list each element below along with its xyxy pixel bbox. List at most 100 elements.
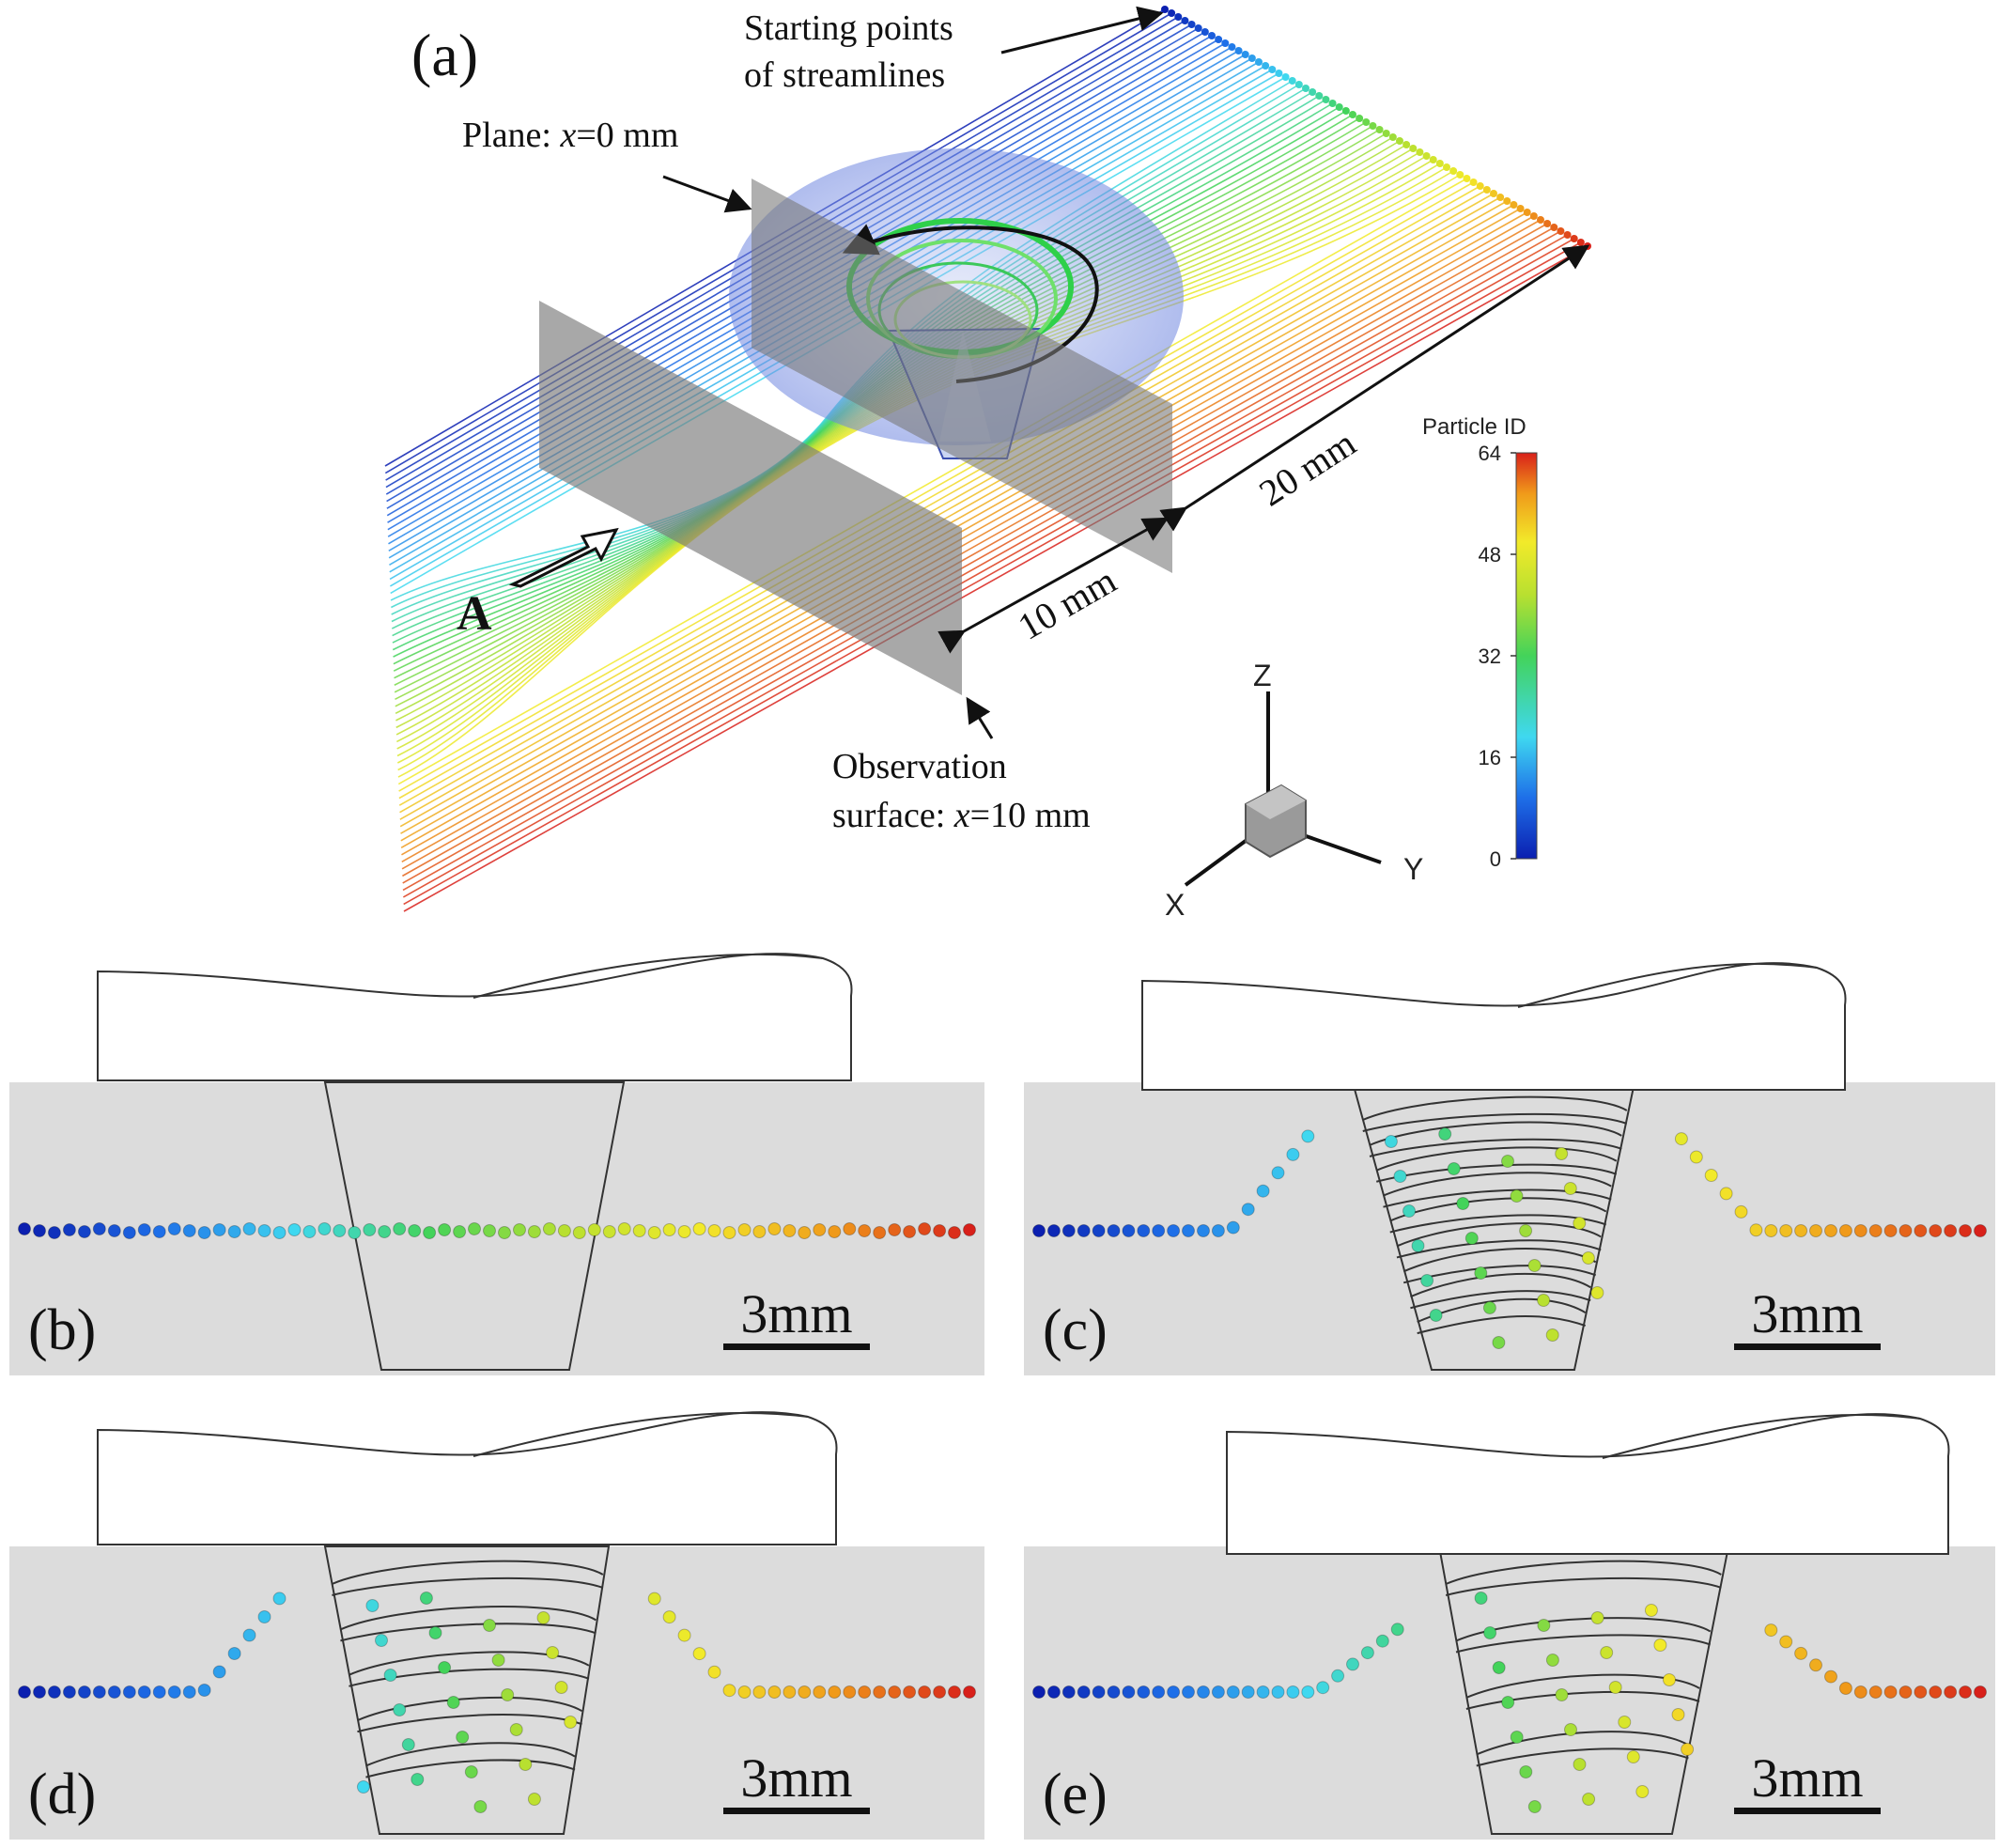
particle <box>617 1222 631 1235</box>
particle <box>737 1685 752 1699</box>
thread-line <box>332 1560 604 1585</box>
particle <box>438 1661 452 1674</box>
thread-line <box>349 1651 590 1676</box>
colorbar-tick-label: 48 <box>1479 543 1501 567</box>
particle <box>1032 1224 1046 1237</box>
thread-line <box>365 1759 576 1778</box>
particle <box>438 1223 452 1236</box>
panel-c: (c)3mm <box>1024 962 1995 1375</box>
particle <box>1734 1204 1748 1219</box>
particle <box>1286 1685 1300 1699</box>
particle <box>1929 1224 1943 1237</box>
particle <box>18 1222 31 1235</box>
particle <box>632 1224 646 1237</box>
seed-point <box>1362 118 1371 126</box>
particle <box>1868 1224 1883 1237</box>
particle <box>783 1685 797 1699</box>
thread-line <box>1417 1315 1587 1335</box>
seed-point <box>1174 13 1183 21</box>
particle <box>1779 1635 1793 1649</box>
particle <box>1853 1685 1867 1699</box>
seed-point <box>1382 130 1390 137</box>
particle <box>242 1222 256 1235</box>
particle <box>1626 1750 1640 1763</box>
particle <box>1197 1224 1210 1237</box>
seed-point <box>1543 220 1552 227</box>
particle <box>1838 1682 1852 1695</box>
thread-line <box>1396 1222 1602 1248</box>
particle <box>1564 1723 1577 1736</box>
scale-bar-label: 3mm <box>1751 1283 1863 1344</box>
axis-y-label: Y <box>1403 852 1423 886</box>
particle <box>1256 1184 1270 1198</box>
scale-bar <box>723 1808 870 1814</box>
seed-point <box>1208 32 1216 39</box>
particle <box>272 1592 287 1606</box>
plane-leader <box>662 175 752 213</box>
streamline <box>394 121 1367 679</box>
thread-line <box>332 1576 604 1596</box>
particle <box>513 1223 526 1236</box>
particle <box>858 1685 872 1699</box>
thread-line <box>1369 1121 1622 1146</box>
streamline <box>395 132 1387 701</box>
particle <box>363 1223 377 1236</box>
panel-e: (e)3mm <box>1024 1413 1995 1840</box>
panel-label: (b) <box>28 1298 96 1362</box>
particle <box>587 1223 601 1236</box>
particle <box>1152 1685 1166 1699</box>
seed-point <box>1402 141 1411 148</box>
seed-point <box>1375 126 1384 133</box>
particle <box>1883 1224 1898 1237</box>
thread-line <box>1410 1290 1591 1310</box>
seed-point <box>1369 122 1377 130</box>
particle <box>1779 1224 1793 1237</box>
particle <box>453 1225 467 1238</box>
seed-point <box>1516 205 1525 212</box>
seed-point <box>1422 152 1431 160</box>
seed-point <box>1443 163 1450 171</box>
particle <box>77 1225 91 1238</box>
particle <box>1944 1224 1958 1237</box>
particle <box>1510 1189 1524 1203</box>
particle <box>62 1685 76 1699</box>
particle <box>1868 1685 1883 1699</box>
particle <box>1438 1127 1452 1141</box>
particle <box>1898 1224 1913 1237</box>
thread-line <box>1369 1138 1622 1157</box>
particle <box>918 1685 932 1699</box>
seed-point <box>1476 182 1484 190</box>
colorbar-tick-label: 32 <box>1479 644 1501 668</box>
particle <box>227 1225 241 1238</box>
seed-point <box>1309 88 1317 96</box>
particle <box>767 1685 782 1699</box>
particle <box>257 1610 271 1623</box>
particle <box>1182 1685 1195 1699</box>
particle <box>375 1634 388 1647</box>
particle <box>527 1225 541 1238</box>
particle <box>527 1793 541 1806</box>
seed-point <box>1335 103 1343 111</box>
particle <box>1537 1294 1551 1307</box>
dim-20mm-label: 20 mm <box>1251 422 1363 515</box>
particle <box>1077 1685 1091 1699</box>
seed-point <box>1234 47 1243 54</box>
particle <box>1046 1685 1061 1699</box>
particle <box>1474 1592 1488 1605</box>
particle <box>1271 1166 1285 1180</box>
particle <box>383 1669 397 1682</box>
particle <box>1182 1224 1195 1237</box>
particle <box>333 1224 347 1237</box>
particle <box>722 1684 736 1698</box>
particle <box>1555 1147 1569 1160</box>
seed-point <box>1463 175 1471 182</box>
particle <box>873 1685 887 1699</box>
particle <box>1360 1646 1374 1660</box>
particle <box>356 1780 370 1794</box>
particle <box>167 1222 181 1235</box>
seed-point <box>1201 28 1209 36</box>
particle <box>963 1685 976 1699</box>
particle <box>554 1681 568 1694</box>
